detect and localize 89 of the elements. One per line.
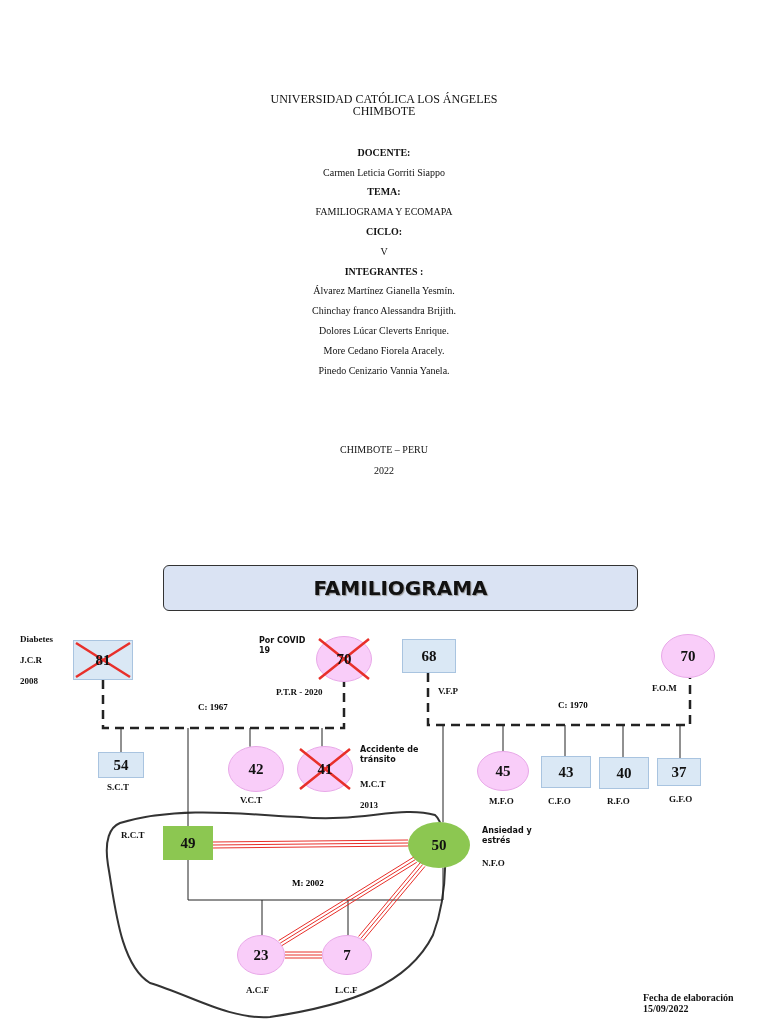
male-square — [73, 640, 133, 680]
age-number: 42 — [248, 760, 264, 778]
age-number: 43 — [558, 763, 574, 781]
family-line — [321, 727, 323, 747]
note-text: Ansiedad y estrés — [482, 826, 533, 846]
initials-label: M.C.T — [360, 779, 386, 791]
initials-label: C.F.O — [548, 796, 571, 808]
text-label: INTEGRANTES : — [343, 266, 425, 277]
union-line — [101, 680, 346, 730]
age-number: 68 — [421, 647, 437, 665]
family-line — [502, 724, 504, 752]
initials-label: J.C.R — [20, 655, 42, 667]
initials-label: N.F.O — [482, 858, 505, 870]
text-label: Chinchay franco Alessandra Brijith. — [311, 305, 457, 316]
age-number: 49 — [180, 834, 196, 852]
family-line — [679, 724, 681, 759]
female-circle — [322, 935, 372, 975]
text-label: Fecha de elaboración 15/09/2022 — [643, 992, 735, 1014]
relationship-line — [284, 951, 323, 959]
female-circle — [237, 935, 285, 975]
family-line — [347, 899, 349, 936]
heading-banner — [163, 565, 638, 611]
family-line — [261, 899, 263, 936]
initials-label: V.C.T — [240, 795, 263, 807]
male-square — [657, 758, 701, 786]
age-number: 7 — [343, 946, 351, 964]
relationship-line — [358, 862, 426, 941]
edge-label: C: 1970 — [556, 700, 590, 710]
initials-label: 2013 — [360, 800, 378, 812]
text-label: TEMA: — [366, 186, 402, 197]
family-line — [442, 724, 444, 823]
text-label: 2022 — [373, 465, 395, 476]
female-circle — [228, 746, 284, 792]
age-number: 70 — [680, 647, 696, 665]
initials-label: Diabetes — [20, 634, 53, 646]
text-label: FAMILIOGRAMA Y ECOMAPA — [314, 206, 454, 217]
initials-label: F.O.M — [652, 683, 677, 695]
heading-text: FAMILIOGRAMA — [313, 576, 488, 600]
text-label: Álvarez Martínez Gianella Yesmín. — [312, 285, 456, 296]
male-square — [163, 826, 213, 860]
female-circle — [316, 636, 372, 682]
initials-label: V.F.P — [438, 686, 458, 698]
family-line — [120, 727, 122, 753]
male-square — [599, 757, 649, 789]
initials-label: R.F.O — [607, 796, 630, 808]
family-line — [564, 724, 566, 757]
initials-label: A.C.F — [246, 985, 269, 997]
text-label: More Cedano Fiorela Aracely. — [322, 345, 446, 356]
age-number: 54 — [113, 756, 129, 774]
male-square — [402, 639, 456, 673]
age-number: 40 — [616, 764, 632, 782]
age-number: 45 — [495, 762, 511, 780]
union-line — [426, 673, 692, 727]
text-label: CICLO: — [364, 226, 404, 237]
text-label: Pinedo Cenizario Vannia Yanela. — [317, 365, 451, 376]
note-text: Por COVID 19 — [259, 636, 307, 656]
female-circle — [297, 746, 353, 792]
family-line — [622, 724, 624, 758]
note-text: Accidente de tránsito — [360, 745, 420, 765]
edge-label: M: 2002 — [290, 878, 326, 888]
age-number: 23 — [253, 946, 269, 964]
initials-label: R.C.T — [121, 830, 145, 842]
relationship-line — [212, 839, 409, 849]
text-label: DOCENTE: — [356, 147, 412, 158]
age-number: 50 — [431, 836, 447, 854]
text-label: V — [379, 246, 389, 257]
initials-label: 2008 — [20, 676, 38, 688]
initials-label: S.C.T — [107, 782, 129, 794]
text-label: CHIMBOTE — [351, 104, 417, 119]
initials-label: L.C.F — [335, 985, 358, 997]
text-label: Dolores Lúcar Cleverts Enrique. — [318, 325, 450, 336]
text-label: Carmen Leticia Gorriti Siappo — [322, 167, 446, 178]
family-line — [187, 859, 444, 901]
female-circle — [477, 751, 529, 791]
edge-label: C: 1967 — [196, 702, 230, 712]
male-square — [98, 752, 144, 778]
text-label: UNIVERSIDAD CATÓLICA LOS ÁNGELES — [269, 92, 499, 107]
family-line — [187, 727, 189, 827]
male-square — [541, 756, 591, 788]
text-label: CHIMBOTE – PERU — [339, 444, 429, 455]
initials-label: P.T.R - 2020 — [276, 687, 323, 699]
female-circle — [408, 822, 470, 868]
age-number: 41 — [317, 760, 333, 778]
age-number: 37 — [671, 763, 687, 781]
relationship-line — [278, 856, 418, 947]
family-line — [249, 727, 251, 748]
initials-label: M.F.O — [489, 796, 514, 808]
female-circle — [661, 634, 715, 678]
initials-label: G.F.O — [669, 794, 693, 806]
